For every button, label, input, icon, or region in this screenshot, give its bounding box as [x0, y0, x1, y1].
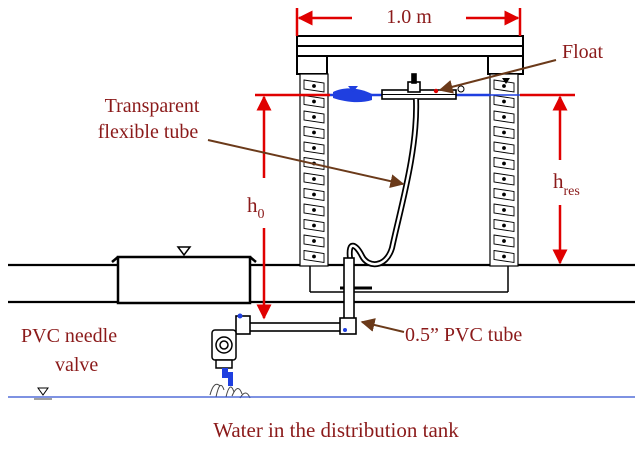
- left-column-slat-dot: [312, 208, 316, 212]
- width-label: 1.0 m: [386, 6, 432, 28]
- h0-label: h0: [247, 193, 265, 222]
- tube-label-line1: Transparent: [105, 95, 200, 117]
- right-support-column: [489, 73, 519, 267]
- left-column-slat-dot: [312, 239, 316, 243]
- hres-label: hres: [553, 169, 580, 199]
- pvc-tube-leader-arrow: [360, 318, 405, 333]
- right-column-slat-dot: [502, 177, 506, 181]
- right-column-slat-dot: [502, 192, 506, 197]
- float-label: Float: [562, 41, 604, 63]
- ground: [8, 263, 635, 304]
- tube-label-line2: flexible tube: [98, 121, 199, 143]
- left-column-slat-dot: [312, 223, 316, 228]
- tube-leader-arrow: [207, 139, 405, 189]
- valve-label-line2: valve: [55, 354, 98, 376]
- left-column-slat-dot: [312, 254, 316, 259]
- reservoir-frame: [296, 35, 524, 75]
- flexible-tube: [346, 98, 420, 300]
- right-column-slat-dot: [502, 223, 506, 228]
- right-column-slat-dot: [502, 146, 506, 150]
- right-column-slat-dot: [502, 130, 506, 135]
- valve-label-line1: PVC needle: [21, 325, 117, 347]
- right-column-slat-dot: [502, 99, 506, 104]
- needle-valve: [211, 329, 237, 386]
- hres-dimension: [520, 93, 575, 265]
- reservoir-base-pipe: [309, 266, 509, 293]
- float: [381, 73, 465, 100]
- left-support-column: [299, 73, 329, 267]
- left-column-slat-dot: [312, 99, 316, 104]
- h0-dimension: [255, 93, 330, 320]
- right-column-slat-dot: [502, 161, 506, 166]
- buried-tank: [111, 246, 257, 305]
- right-column-slat-dot: [502, 208, 506, 212]
- right-column-slat-dot: [502, 115, 506, 119]
- width-dimension: [295, 8, 522, 36]
- right-marker-icon: [502, 78, 510, 84]
- right-column-slat-dot: [502, 239, 506, 243]
- distribution-level-marker-icon: [37, 387, 49, 396]
- left-column-slat-dot: [312, 192, 316, 197]
- h0-label-sub: 0: [258, 207, 265, 222]
- caption-label: Water in the distribution tank: [213, 418, 459, 442]
- left-column-slat-dot: [312, 84, 316, 88]
- h0-label-main: h: [247, 193, 258, 217]
- float-leader-arrow: [438, 59, 557, 94]
- right-column-slat-dot: [502, 254, 506, 259]
- hres-label-sub: res: [564, 184, 580, 199]
- left-column-slat-dot: [312, 177, 316, 181]
- water-splash: [209, 383, 251, 399]
- hres-label-main: h: [553, 169, 564, 193]
- pvc-pipe: [235, 257, 357, 335]
- left-column-slat-dot: [312, 115, 316, 119]
- left-column-slat-dot: [312, 130, 316, 135]
- right-column-slat-dot: [502, 84, 506, 88]
- distribution-water-line: [8, 387, 635, 400]
- water-level-marker-icon: [348, 86, 358, 92]
- leader-arrows: [207, 59, 557, 333]
- pvc-tube-label: 0.5” PVC tube: [405, 324, 522, 346]
- left-column-slat-dot: [312, 146, 316, 150]
